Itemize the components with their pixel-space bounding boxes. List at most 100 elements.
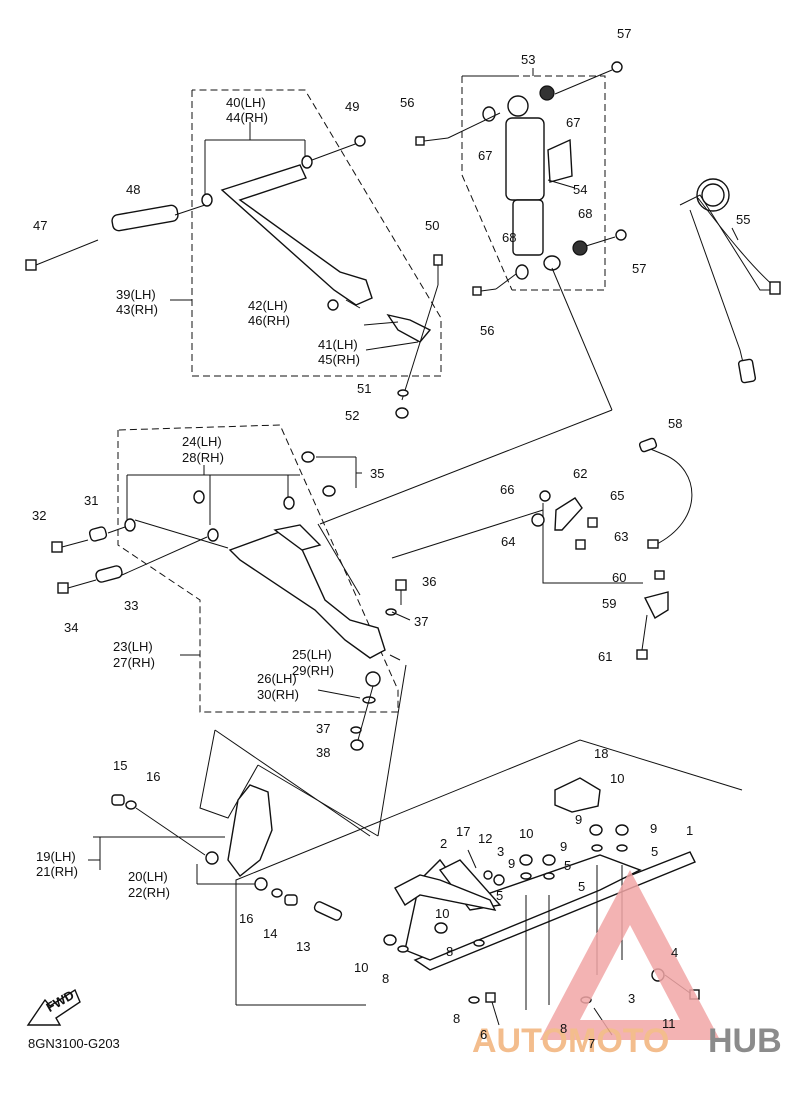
bolt-61[interactable] (636, 614, 648, 660)
bushing-20[interactable] (205, 851, 219, 865)
washer-8c[interactable] (468, 996, 480, 1004)
collar-68b[interactable] (572, 240, 588, 256)
collar-64[interactable] (531, 513, 545, 527)
bolt-56a[interactable] (415, 136, 449, 146)
ski-body[interactable] (404, 854, 642, 961)
nut-35a[interactable] (301, 451, 315, 463)
bolt-6[interactable] (485, 992, 500, 1026)
upper-a-arm[interactable] (220, 164, 373, 306)
nut-52[interactable] (395, 407, 409, 419)
clip-60[interactable] (654, 570, 665, 580)
bushing-22[interactable] (254, 877, 268, 891)
bolt-65[interactable] (587, 517, 598, 528)
bolt-36[interactable] (395, 579, 407, 605)
part-label-l30: 30(RH) (257, 687, 299, 702)
washer-51[interactable] (397, 389, 409, 397)
shock-bottom-eye[interactable] (543, 255, 561, 271)
nut-10b[interactable] (615, 824, 629, 836)
ball-joint-25[interactable] (365, 671, 381, 687)
washer-12[interactable] (483, 870, 493, 880)
nut-49[interactable] (354, 135, 366, 147)
shock-upper-body[interactable] (505, 117, 545, 201)
bushing-24b[interactable] (207, 528, 219, 542)
part-label-l8d: 8 (560, 1021, 567, 1036)
part-label-l60: 60 (612, 570, 626, 585)
lower-arm-front-tube[interactable] (273, 524, 322, 551)
part-label-l38: 38 (316, 745, 330, 760)
washer-9c[interactable] (520, 872, 532, 880)
collar-14[interactable] (284, 894, 298, 906)
washer-9a[interactable] (591, 844, 603, 852)
part-label-l34: 34 (64, 620, 78, 635)
collar-67b[interactable] (539, 85, 555, 101)
link-62[interactable] (554, 497, 583, 531)
collar-31[interactable] (88, 526, 108, 542)
bushing-44[interactable] (301, 155, 313, 169)
washer-8b[interactable] (397, 945, 409, 953)
nut-10c[interactable] (519, 854, 533, 866)
spindle-19[interactable] (227, 784, 273, 877)
part-label-l7: 7 (588, 1036, 595, 1051)
ball-joint-41[interactable] (386, 313, 432, 343)
washer-16b[interactable] (271, 888, 283, 898)
part-label-l37a: 37 (414, 614, 428, 629)
nut-57a[interactable] (611, 61, 623, 73)
bushing-40[interactable] (201, 193, 213, 207)
nut-57b[interactable] (615, 229, 627, 241)
nut-10e[interactable] (434, 922, 448, 934)
bracket-59[interactable] (643, 591, 669, 619)
nut-3a[interactable] (493, 874, 505, 886)
part-label-l36: 36 (422, 574, 436, 589)
part-label-l65: 65 (610, 488, 624, 503)
collar-68a[interactable] (515, 264, 529, 280)
part-label-l20: 20(LH) (128, 869, 168, 884)
cable-58[interactable] (647, 447, 693, 546)
washer-37b[interactable] (350, 726, 362, 734)
washer-37a[interactable] (385, 608, 397, 616)
shock-gauge-tool[interactable] (679, 178, 781, 384)
collar-33[interactable] (95, 565, 123, 583)
nut-10f[interactable] (383, 934, 397, 946)
washer-9d[interactable] (543, 872, 555, 880)
bolt-32[interactable] (51, 539, 89, 553)
part-label-l10d: 10 (354, 960, 368, 975)
bushing-28b[interactable] (283, 496, 295, 510)
bolt-47[interactable] (25, 239, 99, 271)
bushing-24a[interactable] (124, 518, 136, 532)
bushing-15[interactable] (111, 794, 125, 806)
washer-8a[interactable] (473, 939, 485, 947)
shock-lower-body[interactable] (512, 199, 544, 256)
fwd-arrow: FWD (26, 987, 81, 1026)
part-label-l29: 29(RH) (292, 663, 334, 678)
nut-42[interactable] (327, 299, 339, 311)
nut-10d[interactable] (542, 854, 556, 866)
shock-cover-54[interactable] (547, 138, 573, 183)
collar-67a[interactable] (482, 106, 496, 122)
part-label-l15: 15 (113, 758, 127, 773)
part-label-l68b: 68 (502, 230, 516, 245)
nut-66[interactable] (539, 490, 551, 502)
lower-a-arm[interactable] (228, 529, 386, 659)
collar-48[interactable] (111, 204, 179, 232)
washer-16a[interactable] (125, 800, 137, 810)
nut-38[interactable] (350, 739, 364, 751)
pin-17[interactable] (467, 849, 477, 869)
watermark-auto: AUTO (472, 1022, 568, 1060)
bolt-50[interactable] (433, 254, 443, 285)
part-label-l50: 50 (425, 218, 439, 233)
part-label-l24: 24(LH) (182, 434, 222, 449)
stopper-18[interactable] (554, 777, 601, 813)
washer-9b[interactable] (616, 844, 628, 852)
watermark: AUTO MOTO HUB (472, 870, 782, 1060)
bolt-34[interactable] (57, 579, 97, 594)
shaft-13[interactable] (313, 901, 343, 922)
part-label-l47: 47 (33, 218, 47, 233)
bushing-28a[interactable] (193, 490, 205, 504)
nut-35b[interactable] (322, 485, 336, 497)
shock-top-eye[interactable] (507, 95, 529, 117)
nut-10a[interactable] (589, 824, 603, 836)
bolt-56b[interactable] (472, 286, 497, 296)
bolt-63[interactable] (575, 539, 586, 550)
part-label-l44: 44(RH) (226, 110, 268, 125)
part-label-l43: 43(RH) (116, 302, 158, 317)
